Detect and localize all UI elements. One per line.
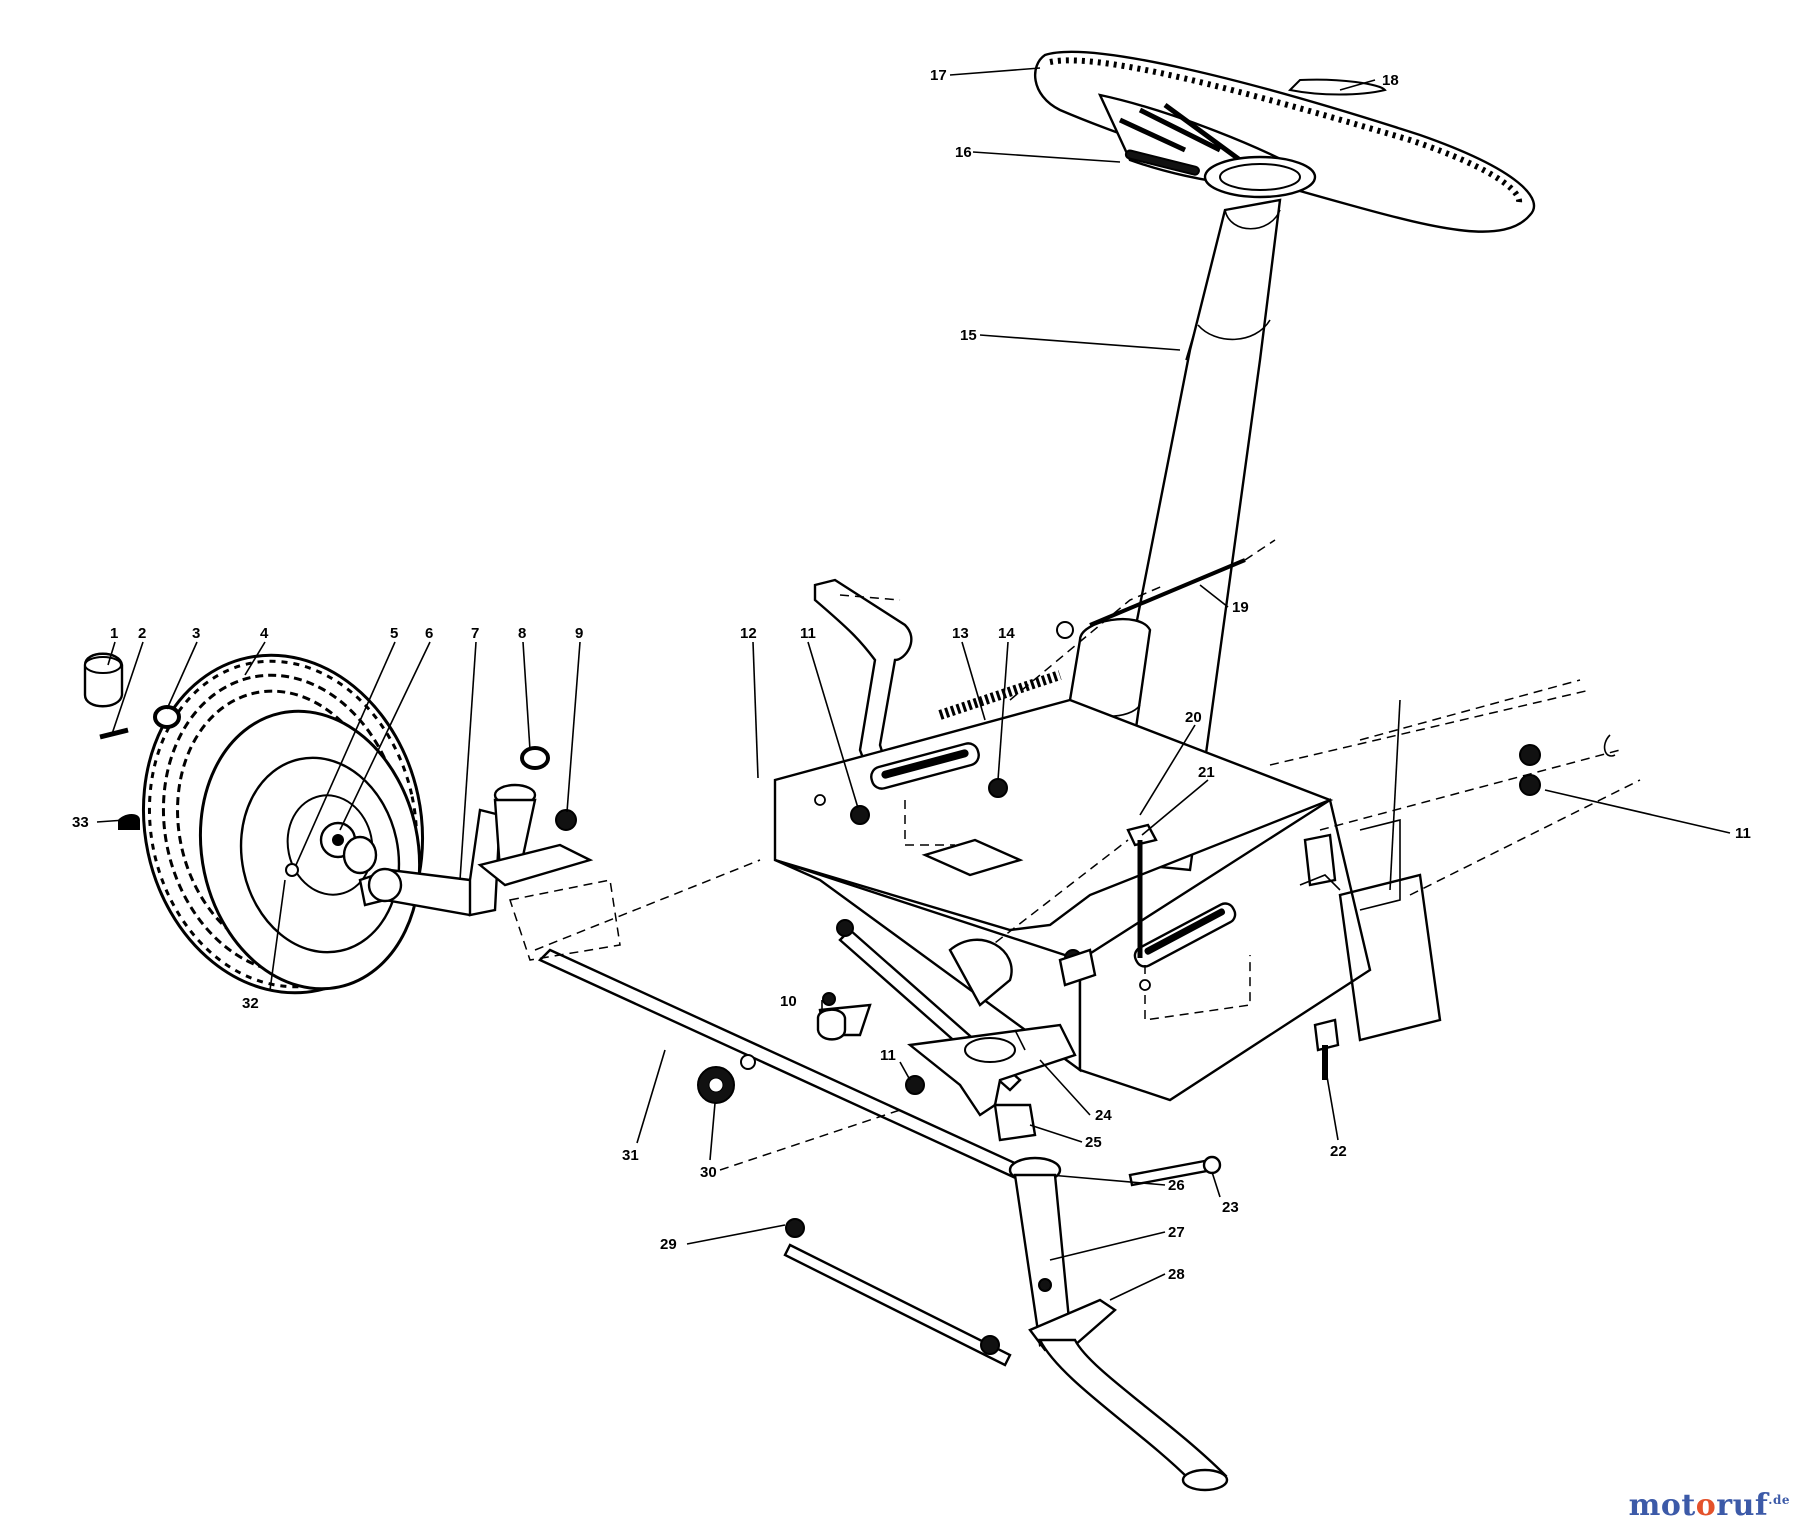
label-6: 6: [425, 625, 433, 642]
leader-lines: [96, 67, 1731, 1301]
label-7: 7: [471, 625, 479, 642]
label-12: 12: [740, 625, 757, 642]
label-22: 22: [1330, 1143, 1347, 1160]
nut-part: [697, 1054, 901, 1171]
label-19: 19: [1232, 599, 1249, 616]
right-spindle: [1008, 1156, 1229, 1492]
label-24: 24: [1095, 1107, 1112, 1124]
label-2: 2: [138, 625, 146, 642]
chassis-bracket: [773, 698, 1372, 1102]
spring-part: [938, 621, 1074, 720]
nut-14-part: [988, 778, 1008, 798]
label-29: 29: [660, 1236, 677, 1253]
label-11-top: 11: [800, 625, 816, 642]
left-spindle: [358, 783, 621, 961]
label-4: 4: [260, 625, 269, 642]
label-31: 31: [622, 1147, 639, 1164]
label-5: 5: [390, 625, 398, 642]
label-10: 10: [780, 993, 797, 1010]
pivot-bracket: [905, 938, 1077, 1117]
label-8: 8: [518, 625, 526, 642]
motoruf-watermark-logo: motoruf.de: [1628, 1488, 1790, 1523]
label-26: 26: [1168, 1177, 1185, 1194]
label-32: 32: [242, 995, 259, 1012]
label-23: 23: [1222, 1199, 1239, 1216]
label-33: 33: [72, 814, 89, 831]
label-14: 14: [998, 625, 1015, 642]
frame-rails: [1269, 679, 1641, 1042]
label-16: 16: [955, 144, 972, 161]
part-labels: 1 2 3 4 5 6 7 8 9 10 11 11 11 12 13 14 1…: [72, 67, 1751, 1283]
label-11-right: 11: [1735, 825, 1751, 842]
label-28: 28: [1168, 1266, 1185, 1283]
label-3: 3: [192, 625, 200, 642]
label-20: 20: [1185, 709, 1202, 726]
label-25: 25: [1085, 1134, 1102, 1151]
steering-wheel: [1033, 50, 1536, 233]
steering-key-part: [1124, 149, 1200, 176]
label-30: 30: [700, 1164, 717, 1181]
label-13: 13: [952, 625, 969, 642]
label-21: 21: [1198, 764, 1215, 781]
label-27: 27: [1168, 1224, 1185, 1241]
label-9: 9: [575, 625, 583, 642]
label-18: 18: [1382, 72, 1399, 89]
label-11-bottom: 11: [880, 1047, 896, 1064]
front-wheel: [141, 653, 425, 995]
label-1: 1: [110, 625, 118, 642]
label-15: 15: [960, 327, 977, 344]
tie-rod: [534, 859, 1033, 1367]
label-17: 17: [930, 67, 947, 84]
